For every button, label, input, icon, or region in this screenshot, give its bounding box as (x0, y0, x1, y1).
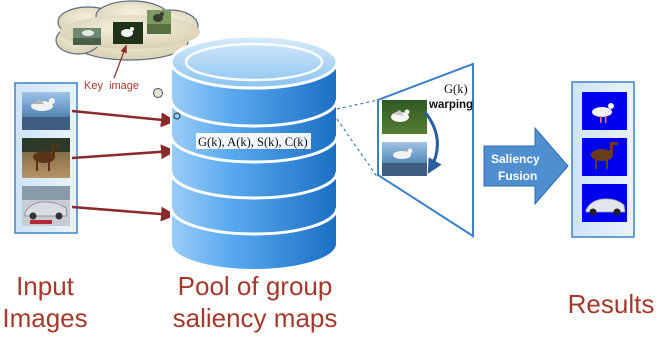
warp-image-target (382, 142, 427, 176)
key-image-label: Key image (84, 80, 139, 92)
warp-projection-line-bottom (336, 118, 379, 179)
warping-arrow (423, 111, 442, 174)
result-camel (582, 138, 627, 176)
pool-caption: Pool of group saliency maps (172, 271, 338, 333)
result-seagull (582, 92, 627, 130)
input-arrow-3 (71, 205, 176, 222)
key-image-pointer-arrow (113, 44, 127, 79)
input-images-caption: Input Images (2, 271, 88, 333)
fusion-label-line1: Saliency (491, 152, 540, 166)
fusion-label-line2: Fusion (498, 169, 537, 183)
pool-entry-dot (173, 112, 181, 120)
input-image-seagull (22, 92, 70, 130)
warp-formula: G(k) (444, 82, 468, 96)
pool-formula-backdrop (196, 133, 311, 149)
cloud-thumbnail-3 (147, 10, 171, 34)
warp-projection-line-top (336, 99, 379, 110)
input-arrow-1 (71, 109, 176, 128)
warping-label: warping (428, 99, 473, 111)
cloud-thumbnail-1 (73, 28, 101, 45)
cloud-thumbnail-key (113, 22, 143, 44)
input-image-car (22, 186, 70, 226)
warp-image-source (382, 100, 427, 134)
input-arrow-2 (71, 144, 176, 160)
cloud-bubble-small (152, 87, 164, 99)
results-caption: Results (567, 289, 655, 319)
pool-formula: G(k), A(k), S(k), C(k) (198, 135, 308, 149)
input-image-camel (22, 138, 70, 178)
saliency-pool-cylinder (169, 34, 339, 271)
result-car (582, 184, 627, 222)
saliency-fusion-arrow (483, 126, 569, 206)
